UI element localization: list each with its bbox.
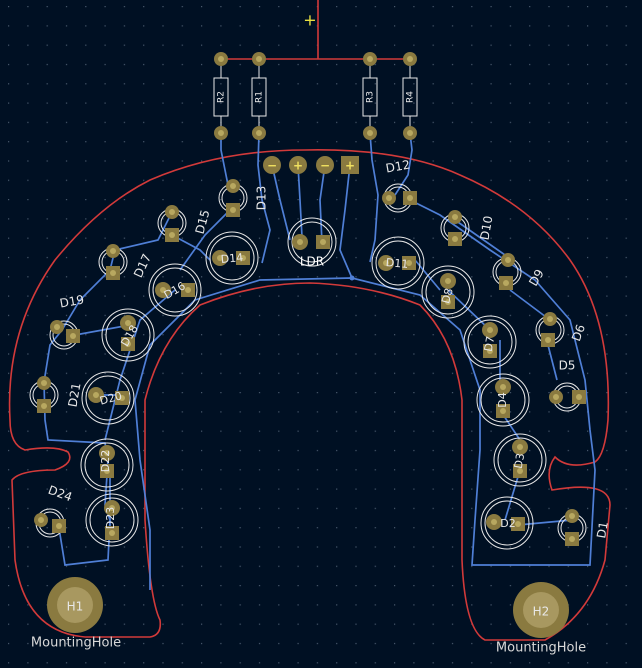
led-d12[interactable]: D12 bbox=[382, 157, 417, 213]
led-label: D6 bbox=[569, 323, 588, 344]
pin-label: + bbox=[345, 159, 355, 173]
led-label: D19 bbox=[59, 292, 86, 310]
led-d3[interactable]: D3 bbox=[493, 433, 547, 487]
resistor-label: R3 bbox=[366, 91, 376, 103]
led-label: D8 bbox=[439, 287, 456, 305]
led-d10[interactable]: D10 bbox=[440, 210, 496, 246]
resistor-r4[interactable]: R4 bbox=[402, 52, 418, 140]
hole-label: H1 bbox=[67, 600, 84, 614]
led-d16[interactable]: D16 bbox=[148, 263, 202, 317]
led-d23[interactable]: D23 bbox=[85, 493, 139, 547]
led-d18[interactable]: D18 bbox=[101, 308, 155, 362]
led-d19[interactable]: D19 bbox=[49, 292, 86, 350]
led-label: D13 bbox=[255, 186, 269, 211]
led-label: D7 bbox=[482, 335, 497, 352]
led-label: D3 bbox=[512, 452, 527, 469]
led-d5[interactable]: D5 bbox=[549, 359, 586, 412]
traces bbox=[43, 132, 596, 590]
led-label: D4 bbox=[496, 392, 509, 407]
ldr-label: LDR bbox=[300, 255, 324, 269]
led-d4[interactable]: D4 bbox=[476, 373, 530, 427]
mounting-hole-h2[interactable]: H2 MountingHole bbox=[496, 582, 586, 656]
resistor-label: R2 bbox=[217, 91, 227, 103]
led-d8[interactable]: D8 bbox=[421, 265, 475, 319]
led-d11[interactable]: D11 bbox=[371, 236, 425, 290]
led-d2[interactable]: D2 bbox=[480, 496, 534, 550]
mounting-hole-label: MountingHole bbox=[496, 641, 586, 656]
pin-label: − bbox=[320, 159, 330, 173]
board-outline bbox=[8, 0, 611, 641]
led-label: D1 bbox=[594, 520, 611, 539]
led-d14[interactable]: D14 bbox=[205, 231, 259, 285]
led-label: D10 bbox=[477, 215, 495, 242]
led-d7[interactable]: D7 bbox=[463, 315, 517, 369]
power-connector[interactable]: − + − + bbox=[263, 156, 359, 174]
led-label: D12 bbox=[385, 157, 412, 175]
led-label: D14 bbox=[220, 251, 244, 266]
led-d21[interactable]: D21 bbox=[29, 376, 84, 413]
led-d15[interactable]: D15 bbox=[157, 205, 213, 242]
led-label: D23 bbox=[104, 507, 117, 529]
via bbox=[349, 275, 355, 281]
led-d20[interactable]: D20 bbox=[81, 371, 135, 425]
led-label: D15 bbox=[193, 208, 213, 235]
resistor-label: R1 bbox=[255, 91, 265, 103]
pin-label: + bbox=[293, 159, 303, 173]
resistor-r3[interactable]: R3 bbox=[362, 52, 378, 140]
led-label: D20 bbox=[98, 389, 123, 407]
resistor-r1[interactable]: R1 bbox=[251, 52, 267, 140]
cursor-crosshair: + bbox=[303, 11, 316, 30]
led-label: D2 bbox=[500, 517, 515, 530]
mounting-hole-label: MountingHole bbox=[31, 636, 121, 651]
led-label: D5 bbox=[559, 359, 576, 373]
pin-label: − bbox=[267, 159, 277, 173]
led-d13[interactable]: D13 bbox=[218, 179, 269, 217]
led-d1[interactable]: D1 bbox=[557, 509, 611, 546]
led-label: D22 bbox=[99, 450, 112, 472]
resistor-r2[interactable]: R2 bbox=[213, 52, 229, 140]
hole-label: H2 bbox=[533, 605, 550, 619]
mounting-hole-h1[interactable]: H1 MountingHole bbox=[31, 577, 121, 651]
ldr[interactable]: LDR bbox=[287, 217, 337, 269]
led-d6[interactable]: D6 bbox=[535, 312, 588, 347]
resistor-label: R4 bbox=[406, 91, 416, 103]
led-label: D11 bbox=[385, 256, 409, 271]
led-label: D21 bbox=[65, 382, 83, 409]
led-d22[interactable]: D22 bbox=[80, 438, 134, 492]
